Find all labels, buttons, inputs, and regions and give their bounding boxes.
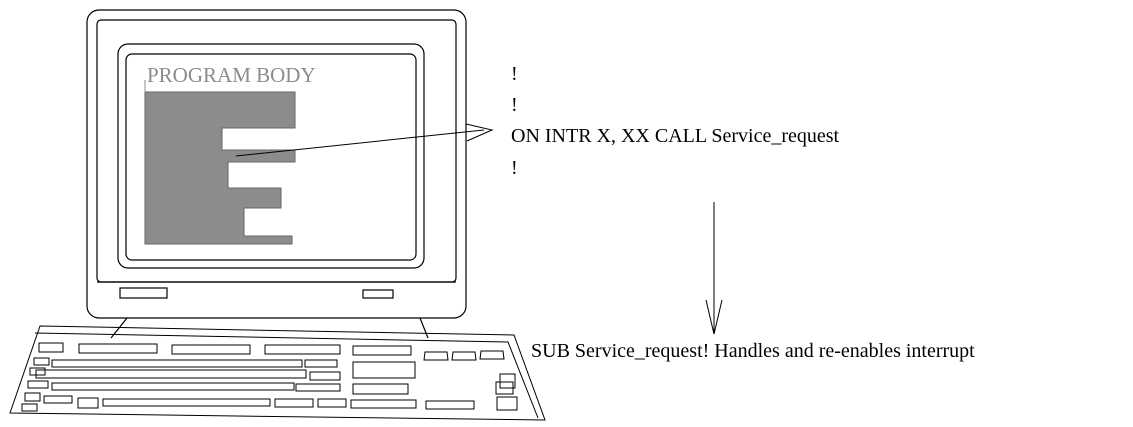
monitor — [86, 9, 467, 339]
code-line-2: ! — [511, 94, 518, 116]
interrupt-arrow — [235, 123, 494, 157]
monitor-outer-frame — [86, 9, 467, 319]
monitor-slot-right — [362, 289, 394, 299]
monitor-screen-frame — [117, 43, 425, 269]
program-body-shape — [144, 91, 296, 245]
monitor-slot-left — [119, 287, 168, 299]
subroutine-line: SUB Service_request! Handles and re-enab… — [531, 340, 975, 362]
keyboard — [9, 325, 546, 421]
monitor-screen — [125, 53, 417, 261]
code-line-on-intr: ON INTR X, XX CALL Service_request — [511, 125, 840, 147]
call-arrow — [705, 202, 723, 335]
keyboard-body — [9, 325, 546, 421]
code-line-1: ! — [511, 63, 518, 85]
code-line-4: ! — [511, 157, 518, 179]
program-body-label: PROGRAM BODY — [147, 63, 316, 87]
